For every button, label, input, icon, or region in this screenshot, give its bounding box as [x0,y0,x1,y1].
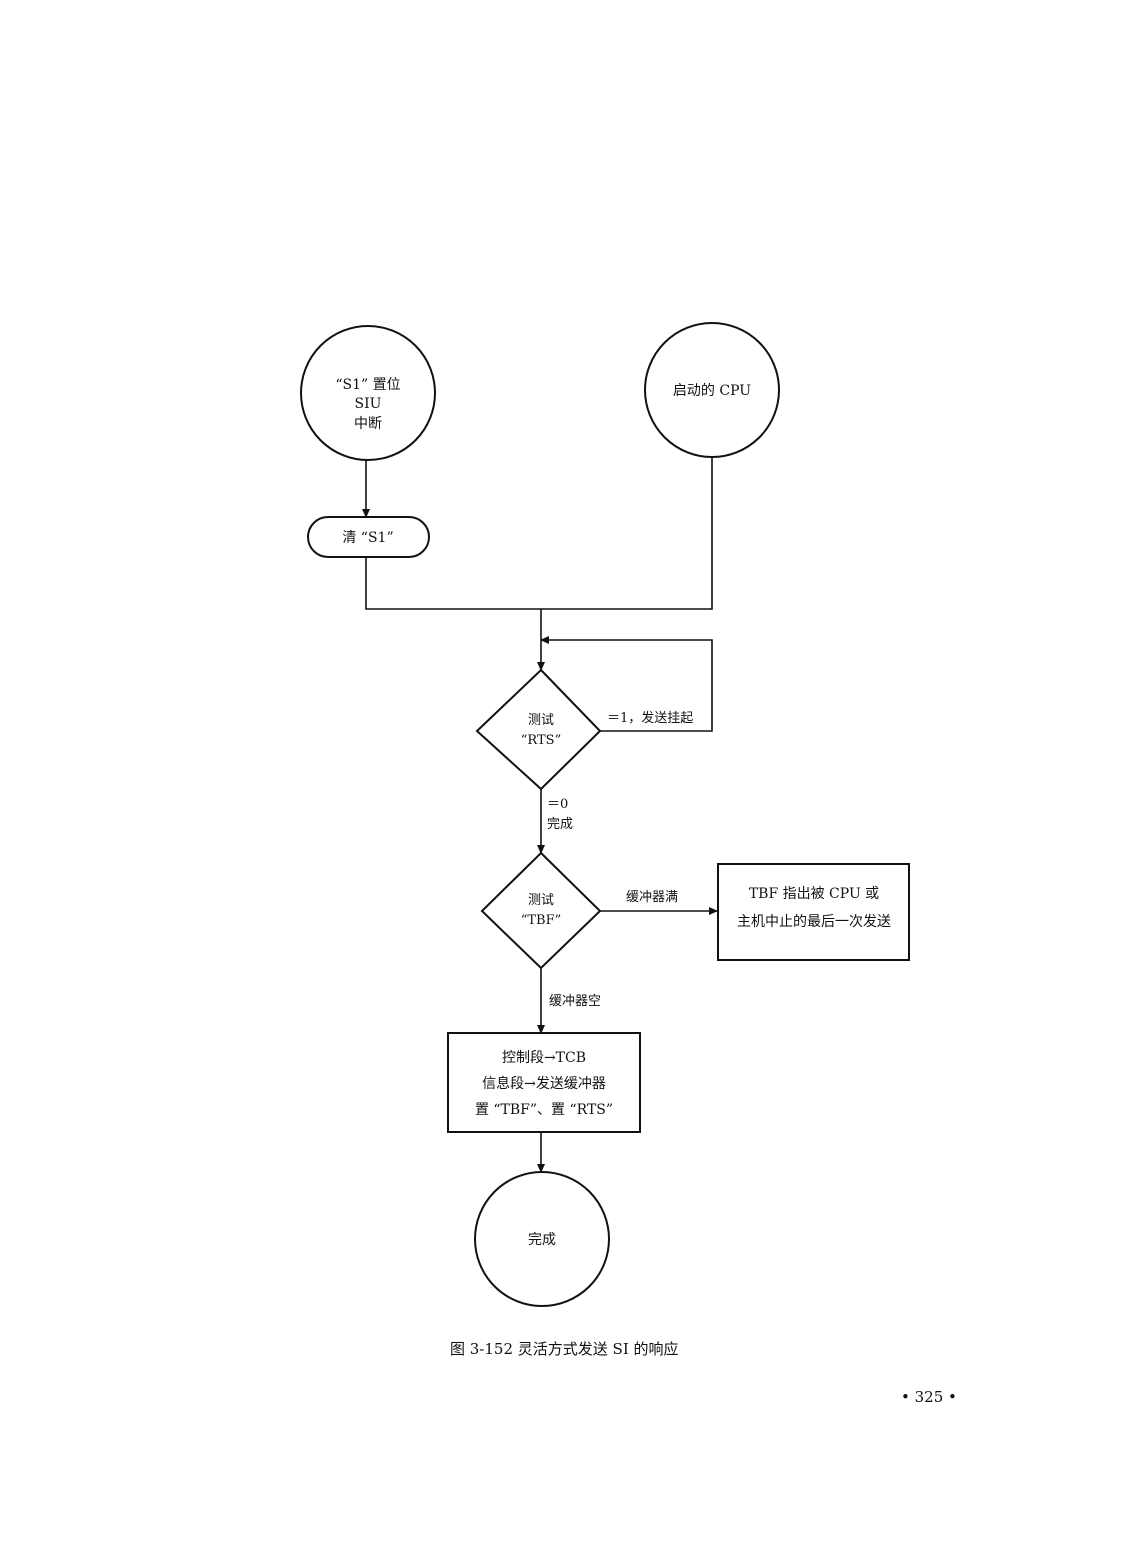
buffer-empty-label: 缓冲器空 [549,994,601,1009]
start-si-line1: “S1” 置位 [335,377,400,393]
end-label: 完成 [528,1232,556,1248]
page-number: • 325 • [901,1388,957,1406]
test-rts-line2: “RTS” [521,733,561,748]
test-rts-line1: 测试 [528,713,554,728]
tbf-note-line1: TBF 指出被 CPU 或 [749,886,879,902]
clear-si-terminal: 清 “S1” [307,516,430,558]
line-cpu-to-merge [541,458,713,610]
start-cpu-label: 启动的 CPU [673,383,751,399]
test-tbf-line2: “TBF” [521,913,562,928]
action-box: 控制段→TCB 信息段→发送缓冲器 置 “TBF”、置 “RTS” [447,1032,641,1133]
rts-zero-label-line1: ＝0 [547,797,568,812]
action-line2: 信息段→发送缓冲器 [482,1075,606,1092]
test-rts-decision: 测试 “RTS” [475,668,602,791]
buffer-full-label: 缓冲器满 [626,890,678,905]
tbf-note-box: TBF 指出被 CPU 或 主机中止的最后一次发送 [717,863,910,961]
end-circle: 完成 [474,1171,610,1307]
loop-rts-pending [540,636,713,732]
test-tbf-line1: 测试 [528,893,554,908]
test-tbf-decision: 测试 “TBF” [480,851,602,970]
rts-pending-label: ＝1，发送挂起 [607,710,693,726]
figure-caption: 图 3-152 灵活方式发送 SI 的响应 [450,1340,679,1358]
clear-si-label: 清 “S1” [342,530,393,546]
action-line3: 置 “TBF”、置 “RTS” [475,1102,613,1118]
line-clear-to-merge [365,557,541,610]
start-si-line2: SIU [355,396,382,412]
start-si-circle: “S1” 置位 SIU 中断 [300,325,436,461]
tbf-note-line2: 主机中止的最后一次发送 [737,914,891,930]
action-line1: 控制段→TCB [502,1050,586,1066]
start-si-line3: 中断 [354,416,382,432]
start-cpu-circle: 启动的 CPU [644,322,780,458]
rts-zero-label-line2: 完成 [547,817,573,832]
connectors [362,458,718,1173]
